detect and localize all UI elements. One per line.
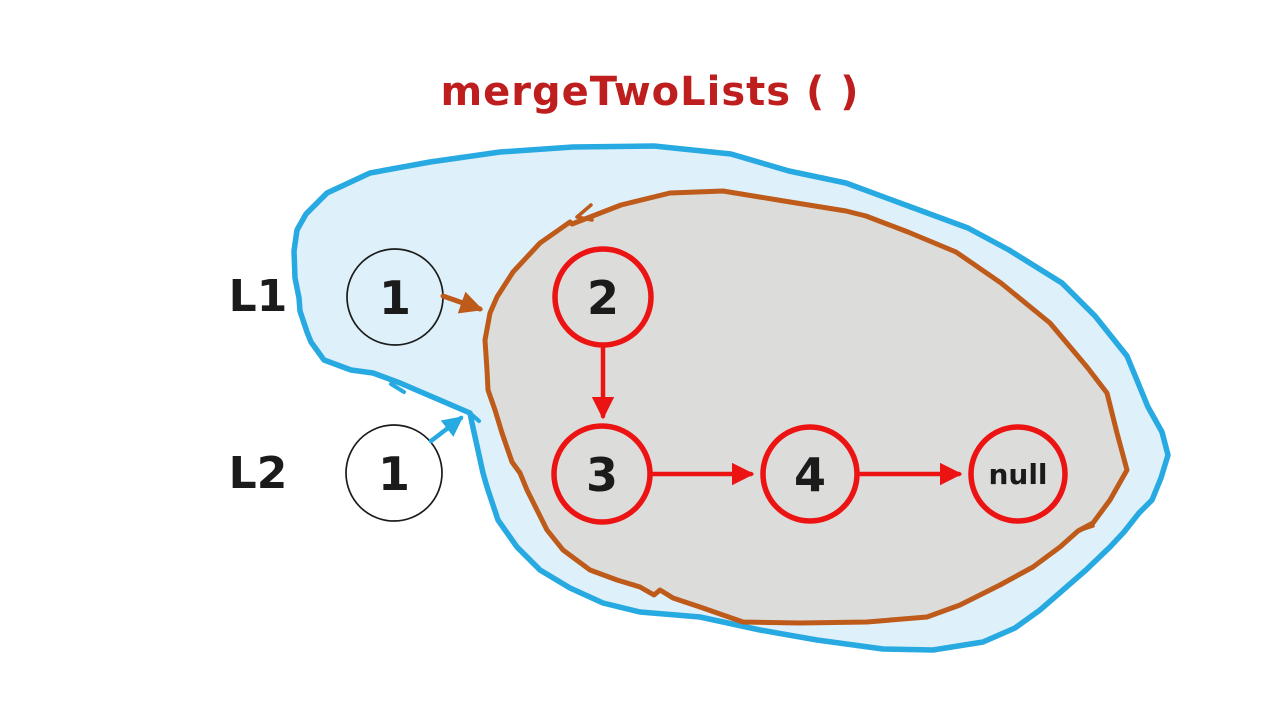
node-l1-head-value: 1 <box>379 271 411 325</box>
blue-outline-pen-tick <box>389 382 406 394</box>
node-2-value: 2 <box>587 271 619 325</box>
node-l2-head: 1 <box>345 424 443 522</box>
node-null-value: null <box>988 458 1047 491</box>
node-4-value: 4 <box>794 448 826 502</box>
arrow-l1-to-merged-region <box>440 291 484 314</box>
node-null-circle <box>968 424 1068 524</box>
inner-brown-blob <box>482 188 1130 626</box>
blue-notch-spur <box>468 411 481 423</box>
node-l2-head-circle <box>345 424 443 522</box>
label-l2: L2 <box>229 448 288 499</box>
node-3-value: 3 <box>586 448 618 502</box>
node-4: 4 <box>760 424 860 524</box>
label-l1: L1 <box>229 271 288 322</box>
brown-outline-pen-tick <box>1076 524 1095 533</box>
arrow-l2-to-region <box>428 415 464 444</box>
node-l2-head-value: 1 <box>378 447 410 501</box>
node-l1-head: 1 <box>346 248 444 346</box>
node-null: null <box>968 424 1068 524</box>
brown-outline-start-tick <box>575 203 594 222</box>
diagram-title: mergeTwoLists ( ) <box>441 69 860 115</box>
